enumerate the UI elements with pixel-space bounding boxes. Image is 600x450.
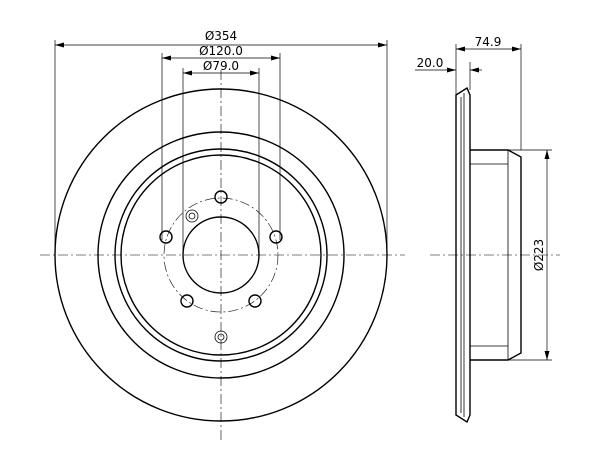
bolt-hole	[269, 230, 283, 244]
friction-ring-inner-circle	[97, 131, 345, 379]
center-bore-dimension: Ø79.0	[182, 59, 260, 255]
bolt-hole	[214, 190, 228, 204]
disc-thickness-label: 20.0	[417, 56, 444, 70]
bolt-circle-dimension: Ø120.0	[161, 44, 281, 240]
disc-thickness-dimension: 20.0	[415, 56, 482, 90]
bolt-circle-label: Ø120.0	[199, 44, 243, 58]
front-view	[40, 70, 405, 440]
hat-diameter-dimension: Ø223	[508, 149, 552, 361]
small-hole-inner	[188, 212, 196, 220]
bolt-circle-path	[163, 197, 279, 313]
bolt-hole	[159, 230, 173, 244]
small-hole-inner	[217, 333, 225, 341]
hat-diameter-label: Ø223	[532, 239, 546, 271]
overall-height-dimension: 74.9	[455, 35, 522, 150]
hat-profile	[470, 149, 522, 361]
side-view	[430, 86, 560, 424]
outer-diameter-label: Ø354	[205, 29, 237, 43]
small-hole-outer	[214, 330, 228, 344]
outer-diameter-dimension: Ø354	[54, 29, 388, 250]
bolt-hole	[248, 294, 262, 308]
bolt-hole	[180, 294, 194, 308]
hat-outer-circle	[114, 148, 328, 362]
overall-height-label: 74.9	[475, 35, 502, 49]
outer-edge-circle	[54, 88, 388, 422]
friction-ring-outer-profile	[455, 86, 471, 424]
hat-inner-circle	[120, 154, 322, 356]
center-bore-label: Ø79.0	[203, 59, 239, 73]
small-hole-outer	[185, 209, 199, 223]
